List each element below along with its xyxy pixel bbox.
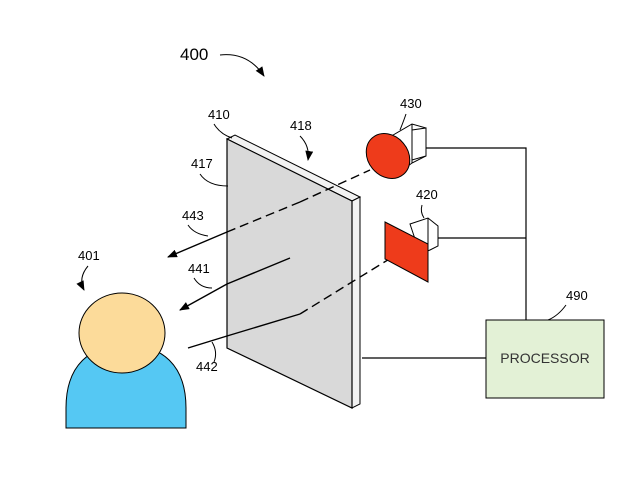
ray-442-back	[299, 249, 405, 315]
panel-side-edge	[351, 196, 361, 409]
label-430: 430	[400, 96, 422, 111]
leader-443	[187, 224, 209, 237]
leader-420	[420, 204, 425, 219]
ray-442-front	[187, 335, 228, 349]
leader-430	[399, 113, 407, 131]
projector-lens	[384, 221, 429, 283]
leader-401	[76, 265, 89, 291]
user-figure	[65, 292, 187, 429]
label-410: 410	[208, 107, 230, 122]
leader-441	[193, 277, 213, 289]
display-panel	[225, 134, 362, 409]
leader-490	[547, 304, 567, 321]
leader-410	[213, 123, 233, 139]
camera-device	[365, 123, 427, 179]
label-420: 420	[416, 187, 438, 202]
figure-pointer-arrow	[219, 54, 265, 77]
panel-face	[226, 138, 353, 409]
label-443: 443	[182, 208, 204, 223]
label-442: 442	[196, 359, 218, 374]
connection-wires	[362, 147, 527, 359]
label-401: 401	[78, 248, 100, 263]
processor-box: PROCESSOR	[485, 319, 605, 399]
leader-418	[299, 135, 314, 161]
label-441: 441	[188, 261, 210, 276]
processor-rect	[485, 319, 605, 399]
user-head	[78, 292, 166, 374]
ray-441-through-panel	[226, 257, 291, 285]
figure-number: 400	[180, 45, 208, 64]
label-417: 417	[191, 156, 213, 171]
projector-device	[384, 217, 439, 283]
camera-lens	[365, 133, 411, 179]
ray-441-front	[179, 283, 228, 311]
ray-443-back	[299, 169, 371, 203]
camera-back-box	[411, 127, 427, 161]
ray-443-front	[167, 231, 228, 258]
leader-417	[199, 173, 229, 187]
label-418: 418	[290, 118, 312, 133]
leader-442	[211, 341, 217, 363]
label-490: 490	[566, 288, 588, 303]
ray-442-through-panel	[226, 313, 301, 337]
processor-label: PROCESSOR	[500, 350, 589, 366]
